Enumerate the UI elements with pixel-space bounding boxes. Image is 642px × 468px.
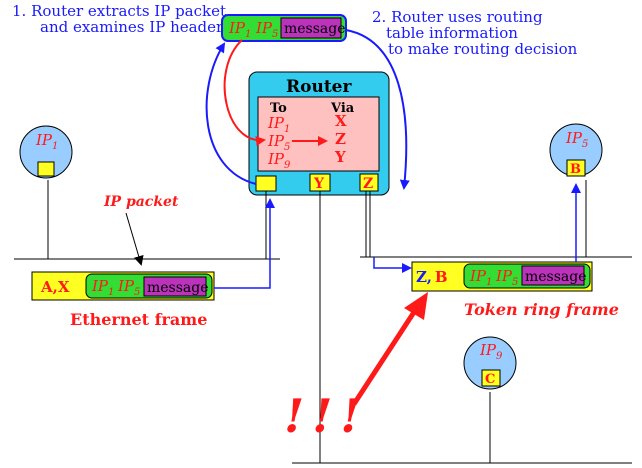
step1-line1: 1. Router extracts IP packet: [12, 2, 226, 20]
host-ip1-label: IP1: [35, 131, 58, 152]
routing-table: [257, 96, 380, 172]
forward-arrow: [345, 29, 410, 190]
eth-src-ip: IP1: [91, 277, 114, 298]
host-ip5: IP5 B: [549, 123, 603, 257]
packet-message: message: [284, 21, 346, 37]
token-ring-frame: Z,B IP1 IP5 message: [411, 261, 593, 292]
eth-dst-ip: IP5: [117, 277, 140, 298]
egress-arrow: [373, 257, 412, 273]
route-dest-2: IP5: [267, 132, 290, 153]
header-lookup-arrow: [223, 39, 266, 146]
host-ip1-port: [37, 161, 55, 177]
extract-arrow: [205, 42, 257, 185]
route-dest-3: IP9: [267, 150, 291, 171]
extracted-packet: IP1 IP5 message: [221, 14, 347, 42]
step2-line1: 2. Router uses routing: [372, 8, 543, 26]
packet-dst-ip: IP5: [255, 19, 278, 40]
step2-line3: to make routing decision: [388, 40, 578, 58]
host-ip9-port: [481, 369, 501, 387]
route-via-3: Y: [334, 148, 346, 166]
route-dest-1: IP1: [267, 114, 290, 135]
tr-src-ip: IP1: [469, 267, 492, 288]
ip-packet-label: IP packet: [103, 194, 179, 210]
host-ip5-port-label: B: [570, 162, 581, 177]
tr-dst-ip: IP5: [495, 267, 518, 288]
host-ip1: IP1: [19, 125, 73, 259]
ip-packet-pointer: [125, 212, 144, 266]
step1-line2: and examines IP header: [40, 18, 224, 36]
route-via-2: Z: [335, 130, 346, 148]
col-to: To: [270, 101, 287, 116]
router: Router To Via IP1 X IP5 Z IP9 Y Y Z: [248, 71, 390, 196]
eth-message: message: [147, 280, 209, 296]
host-ip5-label: IP5: [565, 129, 588, 150]
host-ip9-port-label: C: [485, 372, 495, 387]
step2-line2: table information: [386, 24, 518, 42]
ethernet-frame-label: Ethernet frame: [70, 310, 207, 329]
emphasis-arrow: [351, 304, 421, 406]
emphasis-arrowhead: [404, 292, 428, 320]
exclamation-marks: !!!: [284, 389, 369, 443]
route-via-1: X: [335, 112, 347, 130]
host-ip9-label: IP9: [479, 341, 503, 362]
host-ip5-port: [566, 159, 586, 177]
ingress-arrow: [214, 198, 275, 289]
token-ring-frame-label: Token ring frame: [464, 300, 619, 319]
tr-message: message: [525, 269, 587, 285]
eth-address: A,X: [40, 278, 70, 296]
port-z-label: Z: [363, 176, 373, 192]
port-x: [255, 175, 277, 192]
col-via: Via: [330, 101, 355, 116]
router-title: Router: [286, 77, 352, 97]
port-z: [359, 173, 379, 192]
ethernet-frame: A,X IP1 IP5 message: [31, 271, 215, 301]
port-y-label: Y: [313, 176, 325, 192]
packet-src-ip: IP1: [228, 19, 251, 40]
tr-address: Z,B: [416, 268, 448, 286]
host-ip9: IP9 C: [463, 336, 517, 463]
